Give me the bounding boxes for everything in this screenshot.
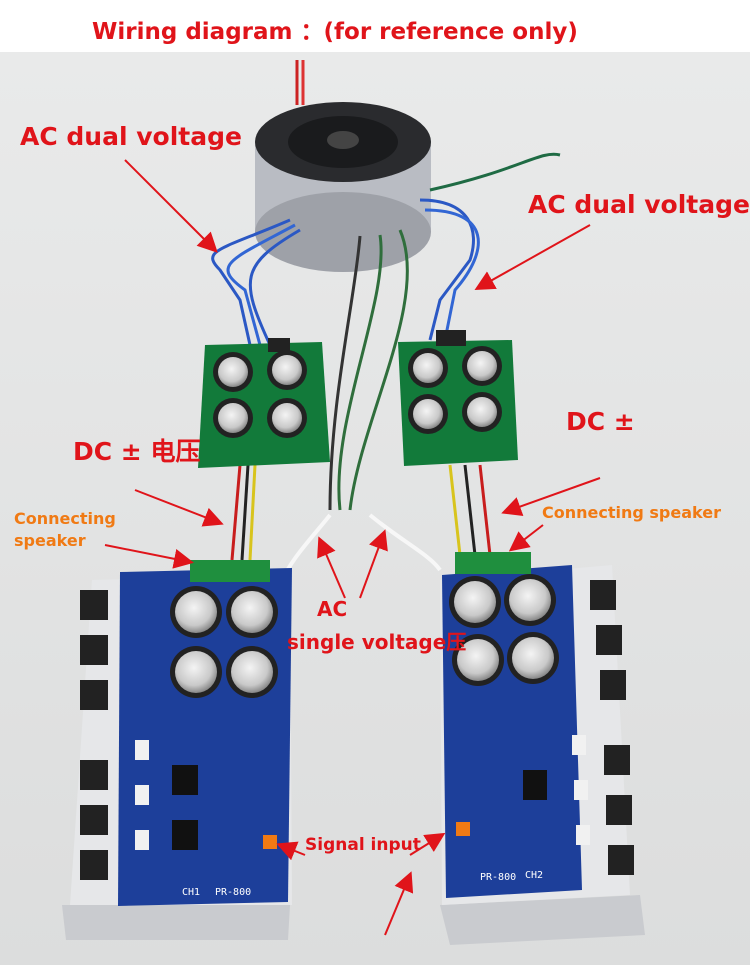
label-ac-dual-voltage-right: AC dual voltage (528, 190, 750, 219)
label-signal-input: Signal input (305, 835, 421, 855)
board-label-model-left: PR-800 (215, 887, 251, 898)
label-ac-single-line2: single voltage压 (287, 630, 467, 654)
rectifier-board-left (198, 338, 330, 468)
amplifier-right: PR-800 CH2 (440, 552, 645, 945)
label-connecting-speaker-left: Connecting speaker (14, 509, 116, 550)
annotation-arrows (104, 159, 601, 936)
label-dc-right: DC ± (566, 407, 635, 436)
diagram-title: Wiring diagram ：(for reference only) (92, 19, 578, 45)
amplifier-left: CH1 PR-800 (62, 560, 292, 940)
board-label-ch1: CH1 (182, 887, 200, 898)
label-ac-single-line1: AC (317, 597, 348, 621)
label-ac-dual-voltage-left: AC dual voltage (20, 122, 242, 151)
toroidal-transformer (255, 60, 431, 272)
label-dc-left: DC ± 电压 (73, 437, 201, 466)
board-label-ch2: CH2 (525, 870, 543, 881)
wiring (211, 152, 561, 586)
label-connecting-speaker-right: Connecting speaker (542, 503, 721, 522)
rectifier-board-right (398, 330, 518, 466)
board-label-model-right: PR-800 (480, 872, 516, 883)
